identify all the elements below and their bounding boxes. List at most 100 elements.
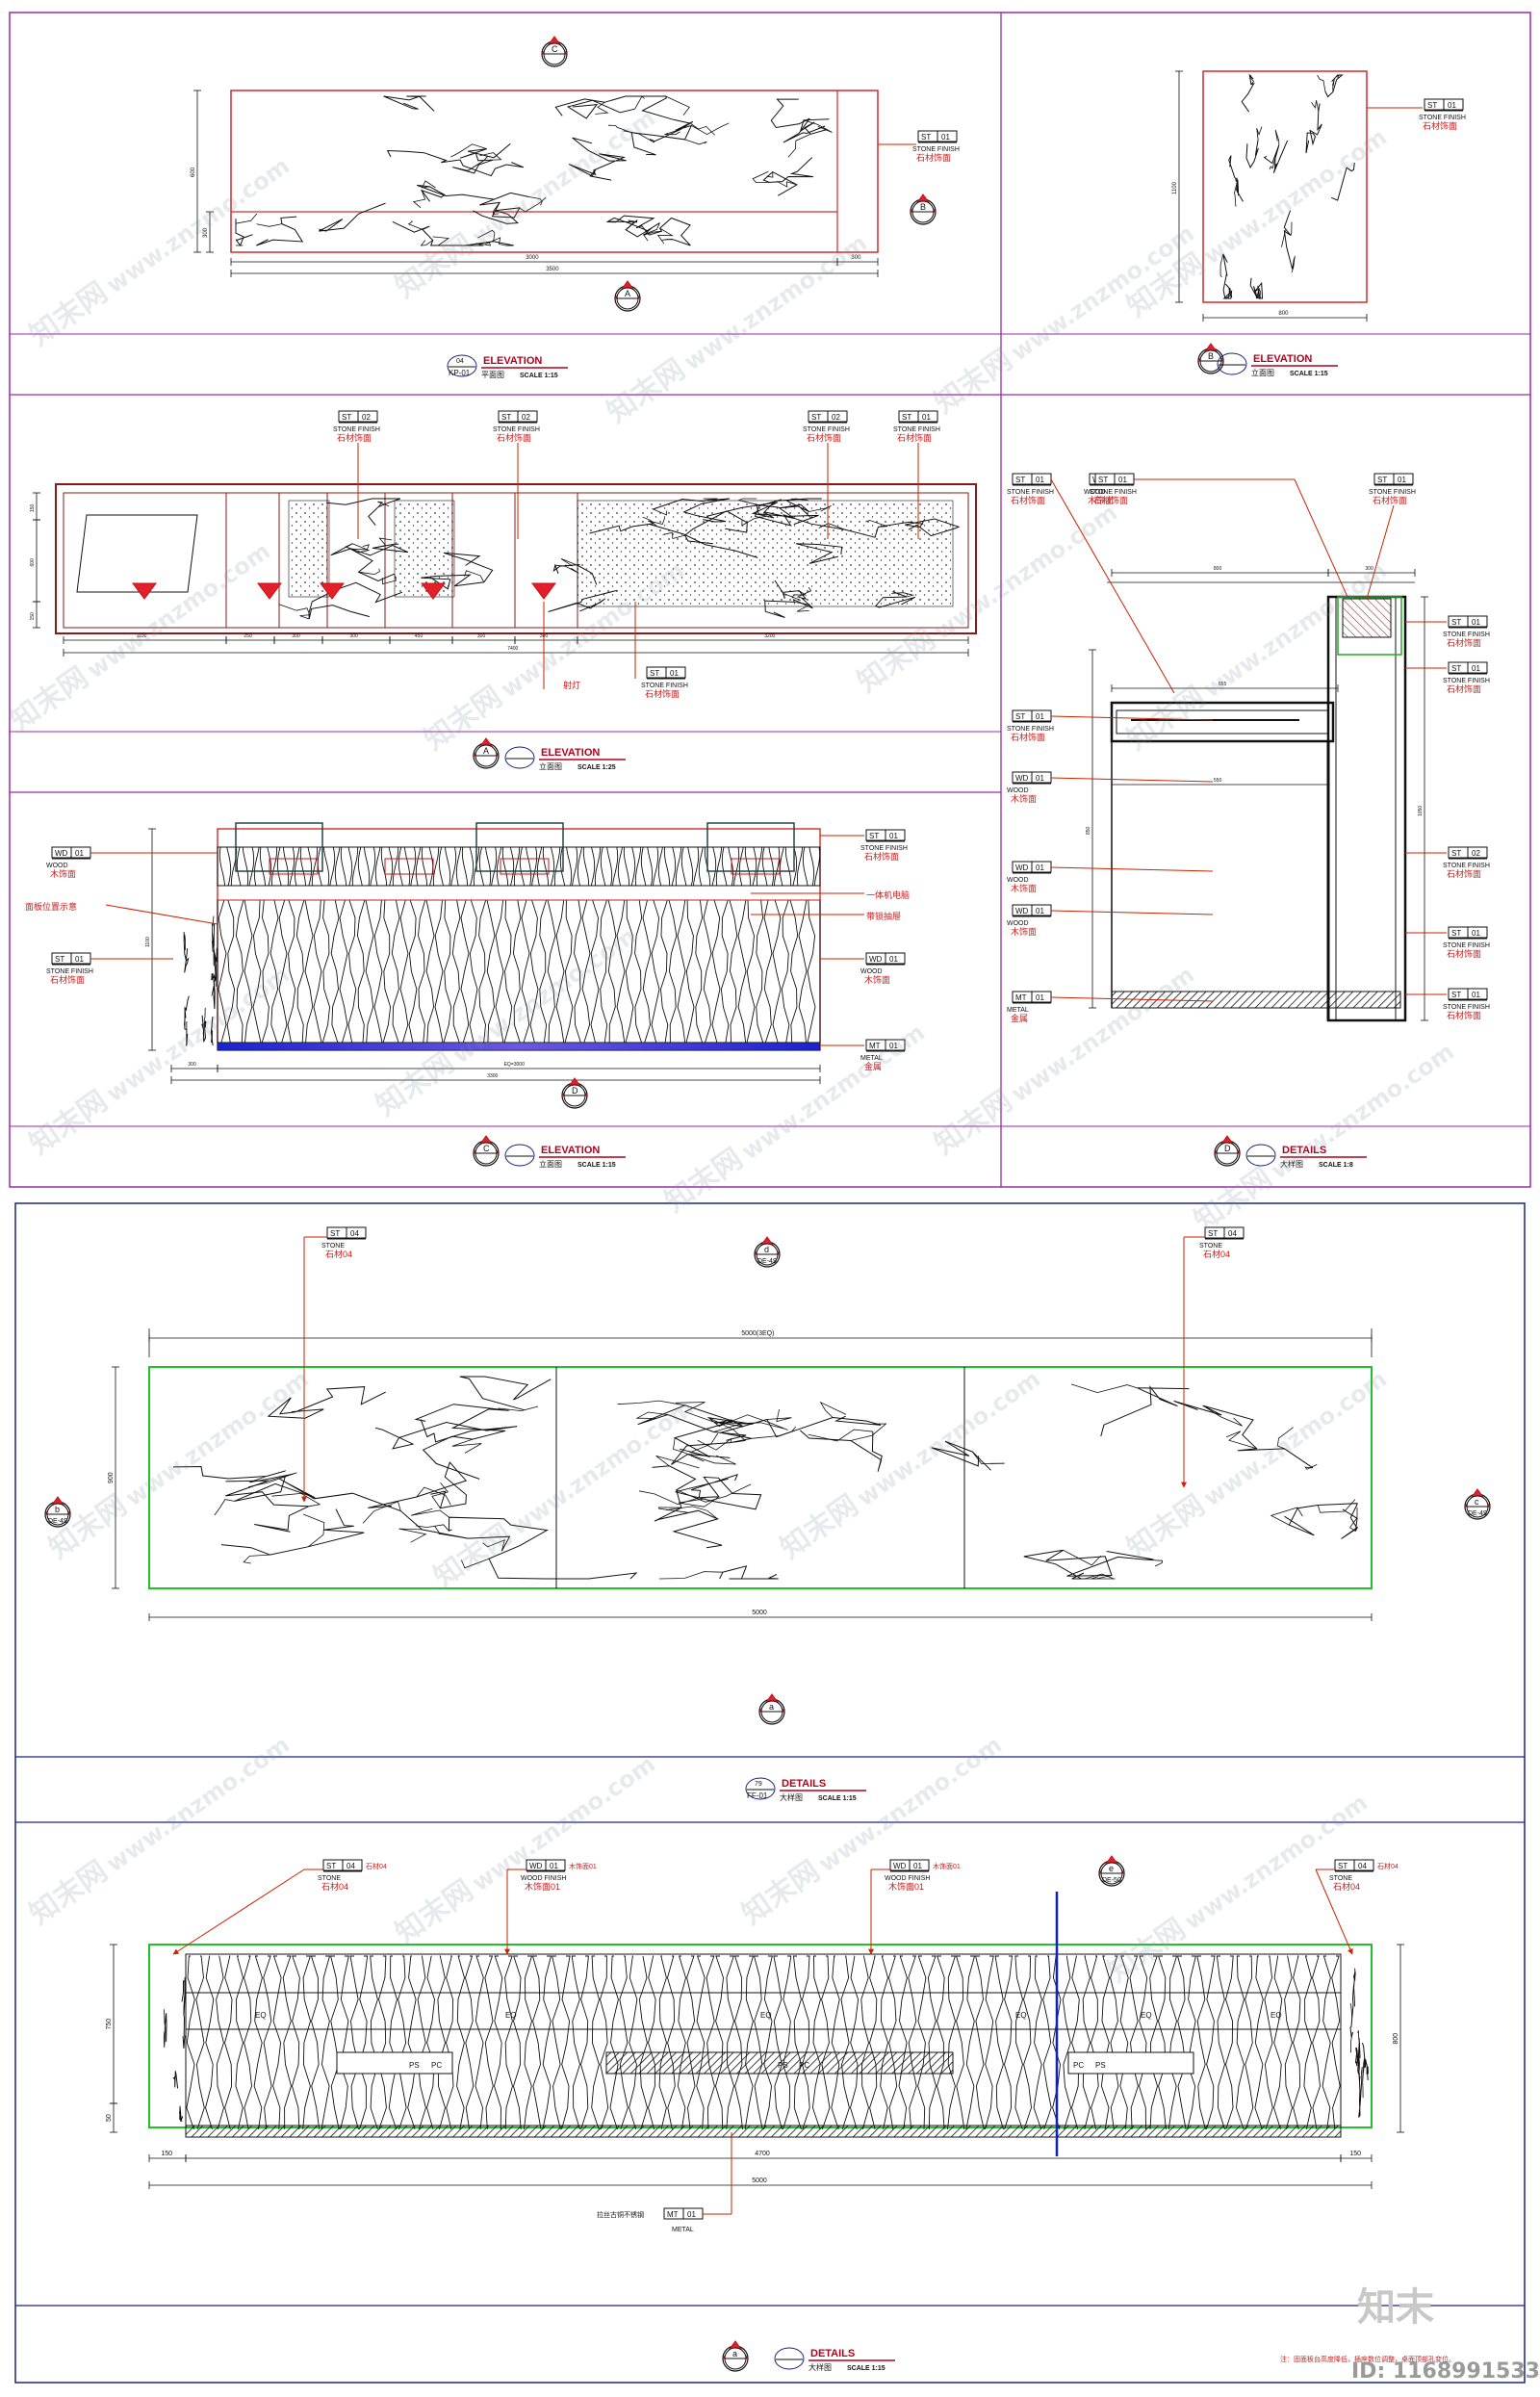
wood-grain-line xyxy=(484,1955,494,2130)
title-circle xyxy=(1245,1144,1276,1167)
tag-num: 01 xyxy=(1036,863,1044,872)
marble-vein-branch xyxy=(635,1411,668,1419)
marble-vein-branch xyxy=(782,592,801,601)
marble-vein-branch xyxy=(214,953,217,981)
c-monitor-outline xyxy=(235,822,323,872)
watermark-brand: 知末网 xyxy=(390,1873,480,1950)
tag-cn: 石材饰面 xyxy=(1447,637,1481,648)
marker-c-top: C xyxy=(541,36,568,67)
wood-grain-line xyxy=(1004,1955,1014,2130)
marker-d-bottom: D xyxy=(561,1077,588,1109)
wood-grain-line xyxy=(1293,1955,1301,2130)
marble-vein-branch xyxy=(617,1400,685,1406)
wood-grain-line xyxy=(495,899,504,1044)
marker-letter: A xyxy=(625,289,630,298)
tag-num: 01 xyxy=(1472,618,1480,627)
marble-vein xyxy=(267,1386,386,1419)
wood-grain-line xyxy=(552,1955,561,2130)
dim-label: 900 xyxy=(108,1472,115,1483)
wood-grain-line xyxy=(1245,1955,1254,2130)
tag-code: WD xyxy=(1015,907,1029,915)
tag-en: STONE FINISH xyxy=(893,426,940,433)
marble-vein-branch xyxy=(623,130,655,143)
wood-grain-line xyxy=(677,1955,686,2130)
title-circle xyxy=(504,1144,535,1167)
wood-grain-line xyxy=(577,846,583,887)
tag-code: ST xyxy=(1451,849,1461,858)
wood-grain-line xyxy=(1312,1955,1321,2130)
tag-num-box xyxy=(1031,709,1052,722)
marker-letter: D xyxy=(572,1086,578,1095)
c-monitor-outline xyxy=(706,822,795,872)
marble-vein-branch xyxy=(1091,1575,1113,1580)
watermark-url: www.znzmo.com xyxy=(813,1731,1007,1877)
wood-grain-line xyxy=(798,899,808,1044)
marble-vein-branch xyxy=(464,570,485,582)
marble-vein-branch xyxy=(211,986,215,996)
spotlight-icon xyxy=(421,582,446,600)
marker-a-bottom: a xyxy=(758,1693,785,1725)
watermark-url: www.znzmo.com xyxy=(101,1731,295,1877)
wood-grain-line xyxy=(242,846,249,887)
tag-num: 01 xyxy=(889,832,898,840)
wood-grain-line xyxy=(975,1955,985,2130)
watermark-brand: 知末网 xyxy=(1121,1488,1212,1565)
wood-grain-line xyxy=(469,899,478,1044)
wood-grain-line xyxy=(1284,1955,1293,2130)
marble-vein xyxy=(178,2106,184,2123)
marble-vein-branch xyxy=(708,1417,747,1443)
dim-label: 150 xyxy=(30,503,36,512)
tag-num-box xyxy=(885,1039,906,1051)
tag-en: WOOD xyxy=(1007,877,1029,884)
wood-grain-line xyxy=(1033,1955,1042,2130)
tag-num-box xyxy=(1223,1226,1245,1239)
marker-e: eDE-50 xyxy=(1098,1855,1125,1887)
wood-grain-line xyxy=(486,899,496,1044)
title-text: ELEVATION xyxy=(541,747,600,759)
wood-grain-line xyxy=(478,846,485,887)
watermark-logo: 知末 xyxy=(1357,2285,1434,2330)
title-cn: 立面图 xyxy=(539,761,562,771)
marble-vein-branch xyxy=(776,180,798,188)
c-monitor-outline xyxy=(475,822,564,872)
wood-grain-line xyxy=(729,899,738,1044)
outlet-ps: PS xyxy=(409,2061,420,2070)
tag-cn: 石材饰面 xyxy=(1447,1010,1481,1020)
tag-num: 01 xyxy=(75,955,84,964)
tag-en: STONE xyxy=(321,1243,345,1250)
leader xyxy=(1050,910,1214,915)
dim-label: 150 xyxy=(161,2151,172,2157)
leader xyxy=(1050,866,1214,872)
marble-vein xyxy=(706,498,822,519)
wood-grain-line xyxy=(1129,1955,1139,2130)
marble-vein-branch xyxy=(278,604,310,613)
wood-grain-line xyxy=(282,1955,292,2130)
eq-label: EQ xyxy=(1015,2011,1027,2020)
marble-vein xyxy=(552,563,598,585)
wood-grain-line xyxy=(720,899,730,1044)
marble-vein-branch xyxy=(1269,158,1276,170)
tag-en: STONE FINISH xyxy=(860,845,908,852)
tag-en: METAL xyxy=(1007,1007,1029,1014)
tag-inline-cn: 石材04 xyxy=(1377,1862,1399,1870)
dim-label: 3000 xyxy=(526,255,539,261)
dimension-vertical: 900 xyxy=(108,1366,119,1589)
wood-grain-line xyxy=(908,1955,917,2130)
tag-num-box xyxy=(917,410,938,423)
title-number: 79 xyxy=(755,1781,762,1788)
wood-grain-line xyxy=(1168,1955,1178,2130)
marker-sheet: DE-49 xyxy=(1468,1510,1487,1517)
dim-label: 250 xyxy=(244,633,252,639)
watermark-url: www.znzmo.com xyxy=(929,499,1122,645)
tag-num: 01 xyxy=(1472,664,1480,673)
wood-grain-line xyxy=(704,846,711,887)
tag-num-box xyxy=(1443,98,1464,111)
tag-cn: 石材饰面 xyxy=(864,851,899,862)
wood-grain-line xyxy=(1119,1955,1129,2130)
wood-grain-line xyxy=(677,899,686,1044)
dimension-horizontal: 5000 xyxy=(148,1610,1373,1621)
